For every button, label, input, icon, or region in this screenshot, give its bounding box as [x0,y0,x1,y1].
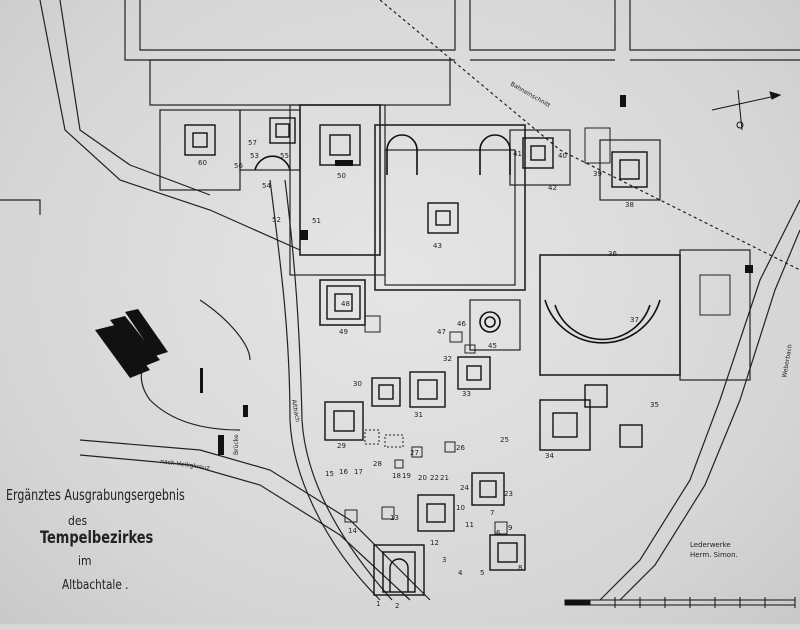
plan-label-36: 36 [608,250,617,258]
road-left-1 [39,0,301,251]
road-label-helligkreuz: nach Helligkreuz [160,458,210,472]
plan-label-23: 23 [504,490,513,498]
plan-label-7: 7 [490,509,494,517]
plan-label-13: 13 [390,514,399,522]
title-line-1: Ergänztes Ausgrabungsergebnis [6,486,185,504]
road-label-weberbach: Weberbach [781,344,794,379]
enclosure-36 [539,254,681,376]
street-top-2 [124,0,800,61]
plan-label-18: 18 [392,472,401,480]
road-label-bruecke: Brücke [233,434,240,455]
enclosure-48 [319,279,366,326]
road-helligkreuz-b [79,454,411,601]
plan-label-20: 20 [418,474,427,482]
plan-label-15: 15 [325,470,334,478]
plan-label-55: 55 [280,152,289,160]
plan-label-22: 22 [430,474,439,482]
plan-label-14: 14 [348,527,357,535]
plan-label-53: 53 [250,152,259,160]
altbach-river [269,179,381,601]
plan-label-4: 4 [458,569,463,577]
plan-label-60: 60 [198,159,207,167]
compass-rose-icon [711,89,782,131]
plan-label-17: 17 [354,468,363,476]
plan-label-19: 19 [402,472,411,480]
plan-label-12: 12 [430,539,439,547]
plan-label-40: 40 [558,152,567,160]
street-top [139,0,800,51]
plan-label-47: 47 [437,328,446,336]
plan-label-39: 39 [593,170,602,178]
plan-label-45: 45 [488,342,497,350]
plan-label-10: 10 [456,504,465,512]
plan-label-33: 33 [462,390,471,398]
enclosure-nw [159,109,241,191]
plan-label-38: 38 [625,201,634,209]
plan-label-54: 54 [262,182,271,190]
plan-label-42: 42 [548,184,557,192]
plan-label-52: 52 [272,216,281,224]
road-left-2 [59,0,211,196]
bahn-line [379,0,800,271]
title-line-2: des [68,514,88,528]
plan-label-57: 57 [248,139,257,147]
enclosure-38 [599,139,661,201]
plan-label-50: 50 [337,172,346,180]
west-path-2 [199,299,251,361]
plan-label-49: 49 [339,328,348,336]
plan-label-34: 34 [545,452,554,460]
plan-label-24: 24 [460,484,469,492]
plan-label-21: 21 [440,474,449,482]
enclosure-50 [299,104,381,256]
plan-label-11: 11 [465,521,474,529]
scale-bar-icon [564,597,796,608]
enclosure-43-outer [374,124,526,291]
road-left-3 [0,199,41,215]
enclosure-west [149,59,451,106]
plan-label-9: 9 [508,524,512,532]
road-helligkreuz-a [79,439,431,601]
plan-label-25: 25 [500,436,509,444]
title-line-4: im [78,554,92,568]
plan-label-5: 5 [480,569,484,577]
publisher-line-1: Lederwerke [690,541,731,549]
enclosure-center [289,104,386,276]
plan-label-37: 37 [630,316,639,324]
plan-label-28: 28 [373,460,382,468]
plan-label-6: 6 [496,529,501,537]
plan-label-41: 41 [513,150,522,158]
plan-label-35: 35 [650,401,659,409]
altbach-river-2 [284,179,393,601]
plan-label-51: 51 [312,217,321,225]
title-line-3: Tempelbezirkes [40,528,154,548]
plan-label-1: 1 [376,600,380,608]
weberbach-a [599,199,800,601]
title-line-5: Altbachtale . [62,578,129,593]
plan-label-8: 8 [518,564,522,572]
plan-label-46: 46 [457,320,466,328]
plan-label-32: 32 [443,355,452,363]
enclosure-east [679,249,751,381]
plan-label-3: 3 [442,556,446,564]
plan-label-29: 29 [337,442,346,450]
plan-label-48: 48 [341,300,350,308]
plan-label-26: 26 [456,444,465,452]
road-label-altbach: Altbach [290,399,301,423]
plan-label-16: 16 [339,468,348,476]
plan-label-31: 31 [414,411,423,419]
publisher-line-2: Herm. Simon. [690,551,738,559]
plan-label-2: 2 [395,602,399,610]
plan-label-30: 30 [353,380,362,388]
plan-label-56: 56 [234,162,243,170]
weberbach-b [619,229,800,601]
enclosure-45 [469,299,521,351]
plan-label-27: 27 [410,449,419,457]
road-label-bahneinschnitt: Bahneinschnitt [509,81,552,110]
plan-label-43: 43 [433,242,442,250]
enclosure-55 [239,109,301,171]
